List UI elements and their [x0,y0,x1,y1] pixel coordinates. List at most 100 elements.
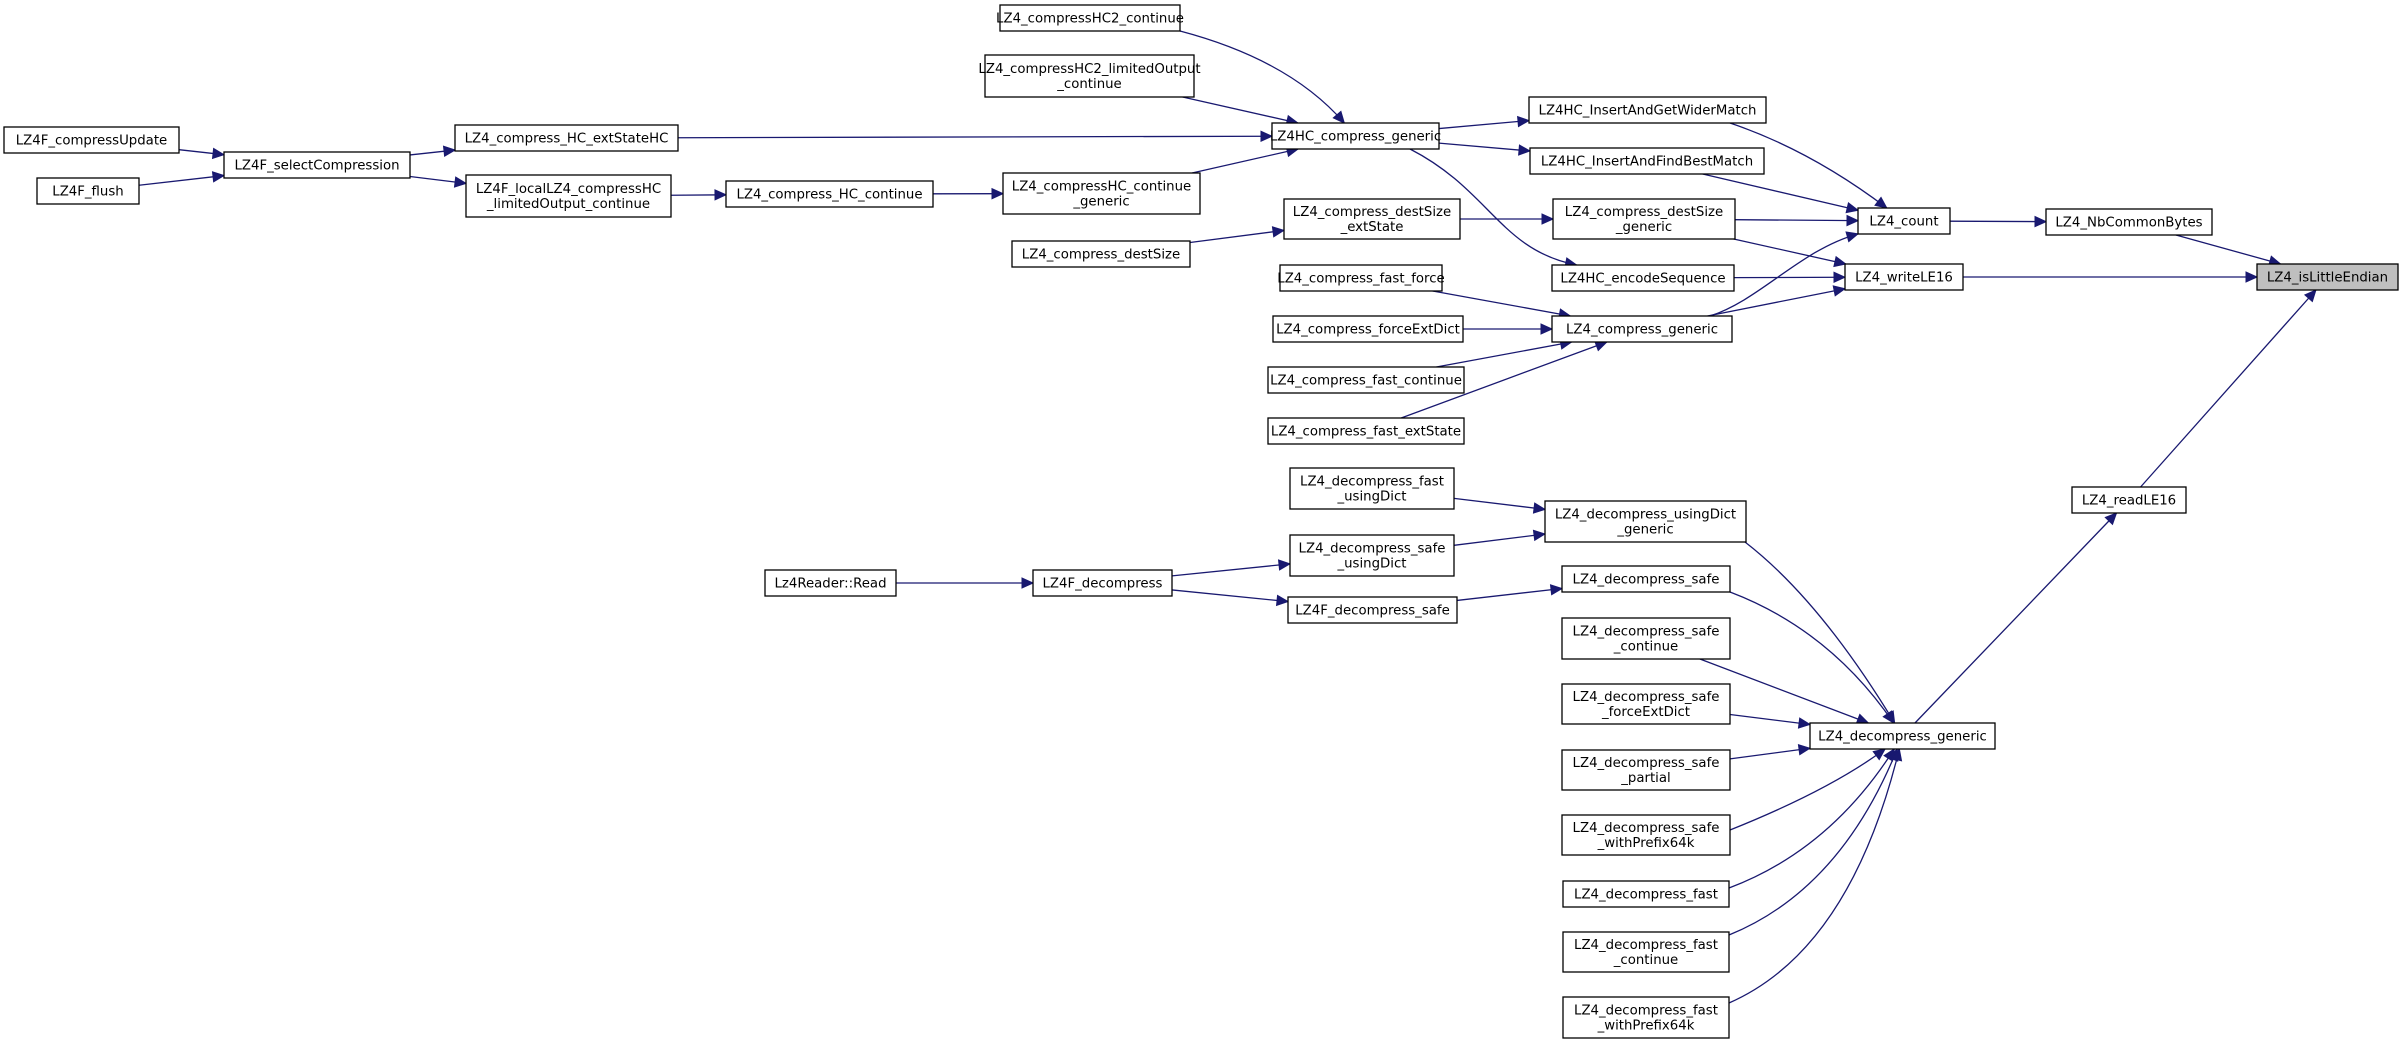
node-compress_destSize[interactable]: LZ4_compress_destSize [1011,240,1191,268]
node-label: LZ4_decompress_safe [1573,573,1720,588]
edge-line [1744,541,1896,724]
node-box [1857,207,1951,235]
node-label: LZ4_decompress_safe [1573,625,1720,640]
node-compress_destSize_generic[interactable]: LZ4_compress_destSize_generic [1552,198,1736,240]
node-box [1032,569,1173,597]
edge-count-to-NbCommonBytes [1949,215,2048,228]
node-readLE16[interactable]: LZ4_readLE16 [2071,486,2187,514]
node-compress_HC_extStateHC[interactable]: LZ4_compress_HC_extStateHC [454,124,679,152]
edge-line [1191,148,1299,174]
node-box [1844,263,1964,291]
node-compress_destSize_extState[interactable]: LZ4_compress_destSize_extState [1283,198,1461,240]
node-decompress_safe_partial[interactable]: LZ4_decompress_safe_partial [1561,749,1731,791]
node-HC_compress_generic[interactable]: LZ4HC_compress_generic [1270,122,1441,150]
node-compress_fast_continue[interactable]: LZ4_compress_fast_continue [1267,366,1465,394]
node-NbCommonBytes[interactable]: LZ4_NbCommonBytes [2045,208,2213,236]
node-box [1289,534,1455,577]
node-label: LZ4_compressHC2_limitedOutput [978,62,1200,77]
node-label: _extState [1340,220,1404,235]
node-isLittleEndian[interactable]: LZ4_isLittleEndian [2256,263,2399,291]
node-F_flush[interactable]: LZ4F_flush [36,177,140,205]
node-F_selectCompression[interactable]: LZ4F_selectCompression [223,151,411,179]
node-label: LZ4_compress_fast_continue [1270,374,1462,389]
node-Lz4Reader_Read[interactable]: Lz4Reader::Read [764,569,897,597]
arrowhead-icon [2104,512,2118,526]
edge-line [1182,96,1299,124]
node-decompress_safe_continue[interactable]: LZ4_decompress_safe_continue [1561,617,1731,660]
node-F_decompress[interactable]: LZ4F_decompress [1032,569,1173,597]
node-label: LZ4_decompress_generic [1818,730,1987,745]
node-HC_encodeSequence[interactable]: LZ4HC_encodeSequence [1551,264,1735,292]
node-label: LZ4_decompress_safe [1573,821,1720,836]
node-box [1561,565,1731,593]
node-label: LZ4_decompress_safe [1573,756,1720,771]
node-decompress_fast_withPrefix64k[interactable]: LZ4_decompress_fast_withPrefix64k [1562,996,1730,1039]
nodes-layer: LZ4_isLittleEndian LZ4_NbCommonBytesLZ4_w… [3,4,2399,1039]
node-F_localLZ4_compressHC[interactable]: LZ4F_localLZ4_compressHC_limitedOutput_c… [465,174,672,218]
arrowhead-icon [1277,559,1292,571]
node-box [454,124,679,152]
edge-compress_generic-to-writeLE16 [1707,285,1847,317]
edge-decompress_safe_partial-to-decompress_generic [1729,744,1812,760]
node-decompress_safe_forceExtDict[interactable]: LZ4_decompress_safe_forceExtDict [1561,683,1731,725]
node-compress_forceExtDict[interactable]: LZ4_compress_forceExtDict [1272,315,1464,343]
node-label: Lz4Reader::Read [774,577,886,592]
edge-compress_destSize_generic-to-writeLE16 [1733,238,1847,268]
node-box [1551,315,1733,343]
node-F_decompress_safe[interactable]: LZ4F_decompress_safe [1287,596,1458,624]
node-label: LZ4HC_encodeSequence [1560,272,1725,287]
edge-compress_HC_extStateHC-to-HC_compress_generic [677,130,1274,143]
arrowhead-icon [1874,196,1888,209]
node-HC_InsertAndFindBestMatch[interactable]: LZ4HC_InsertAndFindBestMatch [1529,147,1765,175]
node-box [1287,596,1458,624]
node-compress_HC_continue[interactable]: LZ4_compress_HC_continue [725,180,934,208]
edge-line [1432,290,1571,317]
edge-compressHC2_limitedOutput_continue-to-HC_compress_generic [1182,96,1300,127]
node-label: _limitedOutput_continue [486,197,650,212]
node-box [764,569,897,597]
node-compressHC2_limitedOutput_continue[interactable]: LZ4_compressHC2_limitedOutput_continue [978,54,1201,98]
node-compress_fast_force[interactable]: LZ4_compress_fast_force [1277,264,1445,292]
arrowhead-icon [1846,214,1860,227]
node-compress_generic[interactable]: LZ4_compress_generic [1551,315,1733,343]
node-writeLE16[interactable]: LZ4_writeLE16 [1844,263,1964,291]
edge-compress_fast_force-to-compress_generic [1432,290,1572,320]
edge-F_selectCompression-to-F_localLZ4_compressHC [409,175,468,188]
arrowhead-icon [211,171,226,183]
arrowhead-icon [1797,717,1812,729]
node-box [1529,147,1765,175]
node-decompress_safe_withPrefix64k[interactable]: LZ4_decompress_safe_withPrefix64k [1561,814,1731,856]
edge-HC_InsertAndGetWiderMatch-to-count [1729,122,1888,209]
edge-decompress_fast_withPrefix64k-to-decompress_generic [1728,747,1903,1004]
node-label: LZ4F_localLZ4_compressHC [476,182,661,197]
node-HC_InsertAndGetWiderMatch[interactable]: LZ4HC_InsertAndGetWiderMatch [1528,96,1767,124]
edge-line [138,174,225,186]
arrowhead-icon [1532,529,1547,542]
node-decompress_fast_usingDict[interactable]: LZ4_decompress_fast_usingDict [1289,467,1455,510]
node-box [1561,617,1731,660]
node-label: LZ4_readLE16 [2082,494,2176,509]
node-compress_fast_extState[interactable]: LZ4_compress_fast_extState [1267,417,1465,445]
node-decompress_generic[interactable]: LZ4_decompress_generic [1809,722,1996,750]
edge-line [1728,748,1898,936]
node-decompress_fast_continue[interactable]: LZ4_decompress_fast_continue [1562,931,1730,973]
node-compressHC2_continue[interactable]: LZ4_compressHC2_continue [996,4,1184,32]
node-decompress_safe[interactable]: LZ4_decompress_safe [1561,565,1731,593]
node-label: LZ4F_selectCompression [234,159,399,174]
node-label: LZ4_NbCommonBytes [2055,216,2202,231]
arrowhead-icon [1517,115,1531,128]
node-label: LZ4HC_InsertAndGetWiderMatch [1539,104,1757,119]
node-label: _withPrefix64k [1597,1019,1695,1034]
edge-line [1453,533,1546,546]
node-compressHC_continue_generic[interactable]: LZ4_compressHC_continue_generic [1002,172,1201,215]
node-F_compressUpdate[interactable]: LZ4F_compressUpdate [3,126,180,154]
node-label: LZ4HC_compress_generic [1270,130,1441,145]
arrowhead-icon [1541,213,1555,225]
node-count[interactable]: LZ4_count [1857,207,1951,235]
edge-line [2140,289,2317,488]
edge-line [1734,219,1859,222]
node-decompress_fast[interactable]: LZ4_decompress_fast [1562,880,1730,908]
node-decompress_safe_usingDict[interactable]: LZ4_decompress_safe_usingDict [1289,534,1455,577]
node-decompress_usingDict_generic[interactable]: LZ4_decompress_usingDict_generic [1544,500,1747,543]
